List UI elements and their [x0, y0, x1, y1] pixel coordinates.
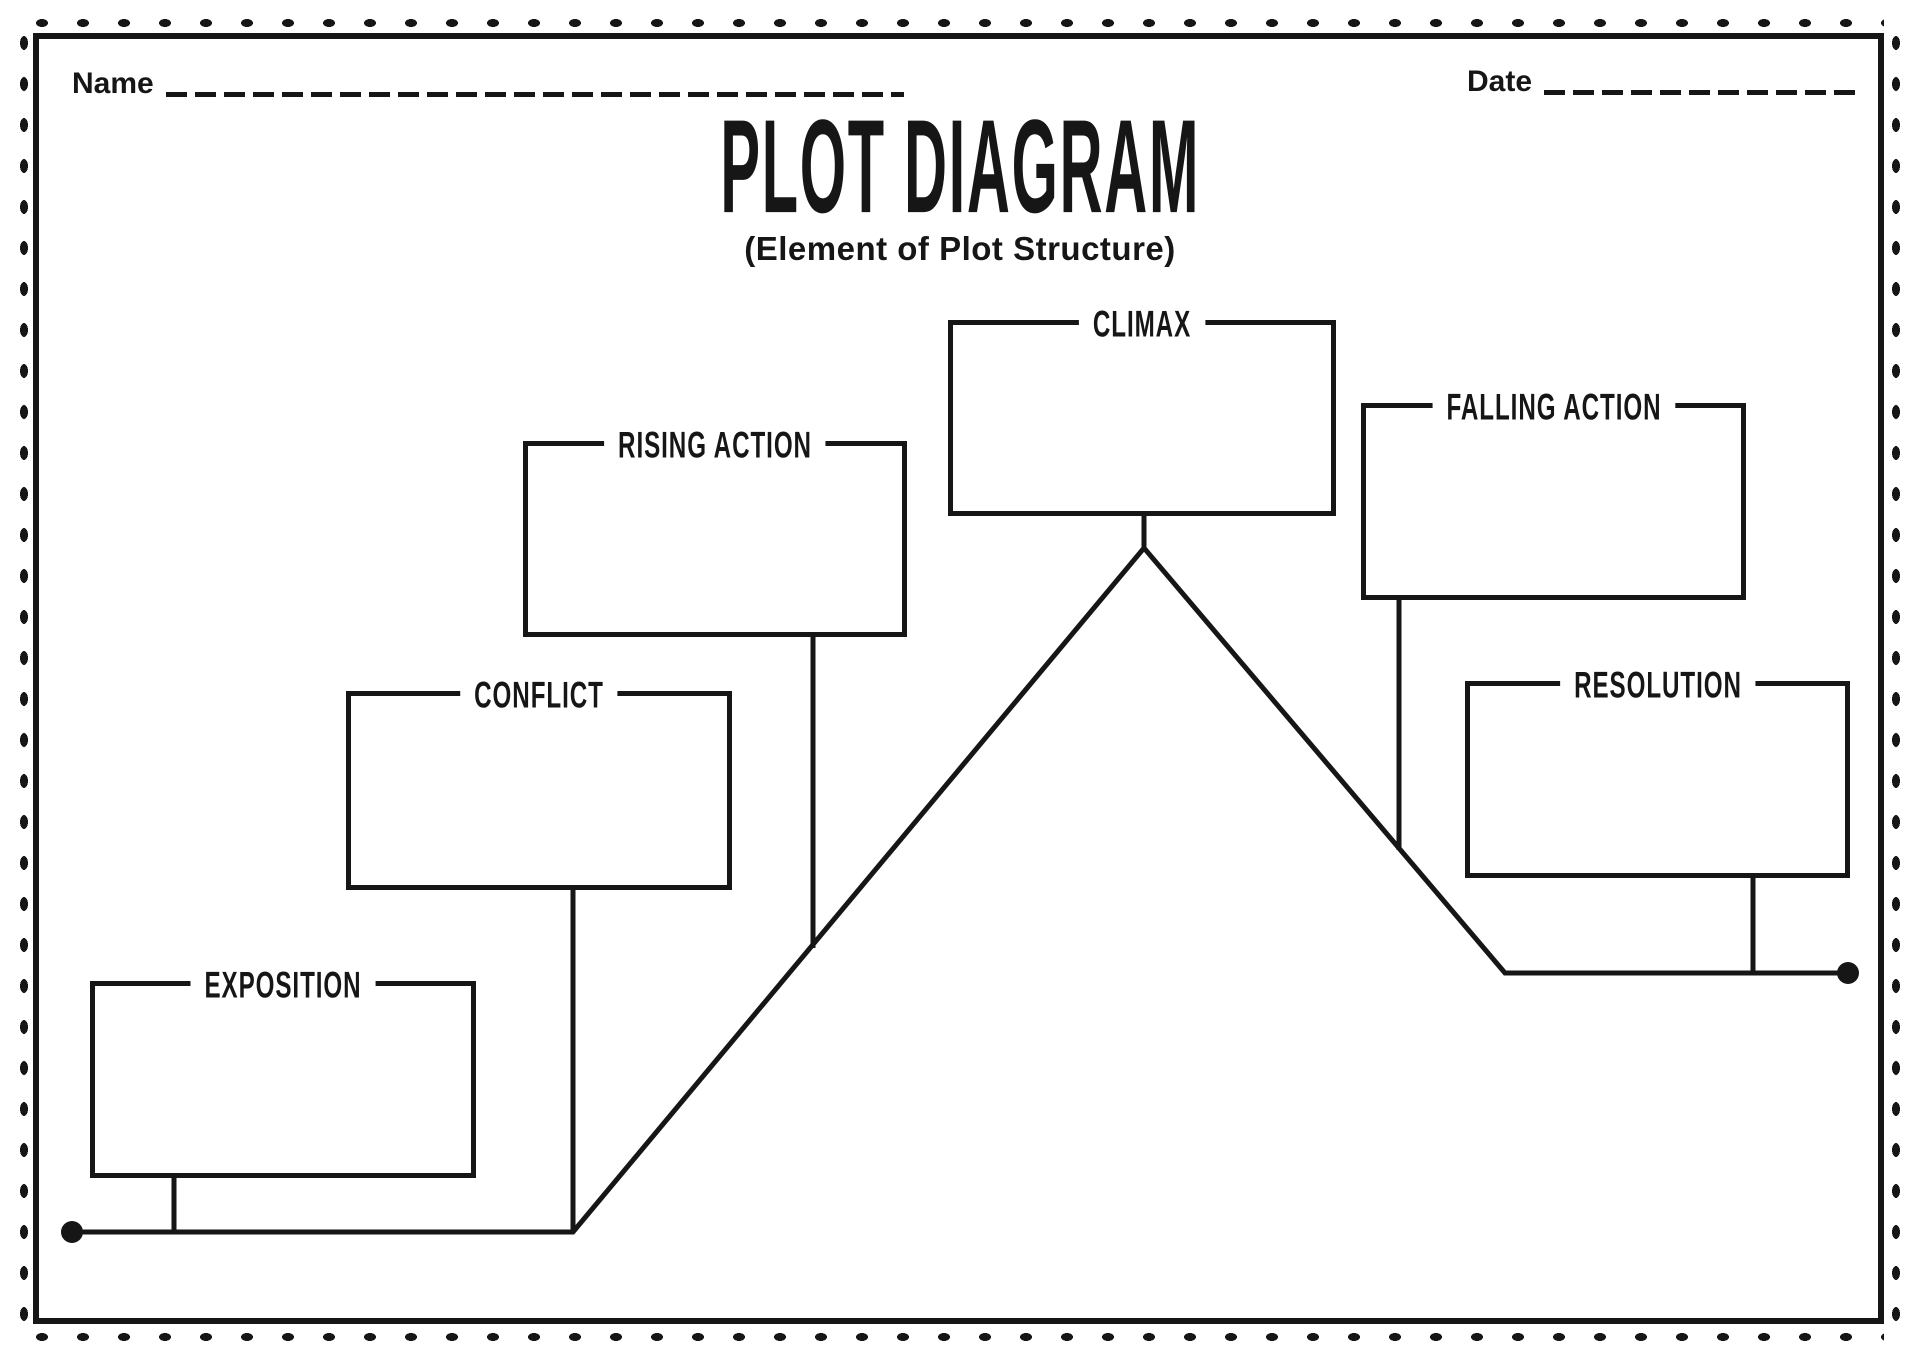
exposition-box[interactable]: EXPOSITION — [90, 964, 476, 1178]
climax-box[interactable]: CLIMAX — [948, 303, 1336, 516]
falling-action-box-label: FALLING ACTION — [1432, 386, 1675, 430]
name-field-row: Name — [72, 66, 904, 102]
falling-action-box[interactable]: FALLING ACTION — [1361, 386, 1746, 600]
resolution-box[interactable]: RESOLUTION — [1465, 664, 1850, 878]
dotted-border-bottom — [36, 1332, 1884, 1342]
title-wrap: PLOT DIAGRAM — [0, 100, 1920, 233]
dotted-border-left — [19, 36, 29, 1322]
conflict-box-label: CONFLICT — [460, 674, 618, 718]
exposition-box-label: EXPOSITION — [190, 964, 376, 1008]
name-label: Name — [72, 67, 154, 100]
dotted-border-top — [36, 18, 1884, 28]
climax-box-label: CLIMAX — [1078, 303, 1206, 347]
subtitle-wrap: (Element of Plot Structure) — [0, 230, 1920, 268]
name-fill-line[interactable] — [165, 92, 904, 97]
resolution-box-label: RESOLUTION — [1559, 664, 1756, 708]
rising-action-box[interactable]: RISING ACTION — [523, 424, 907, 637]
page-border — [33, 33, 1884, 1324]
date-field-row: Date — [1467, 64, 1859, 100]
date-fill-line[interactable] — [1544, 90, 1859, 95]
dotted-border-right — [1891, 36, 1901, 1322]
date-label: Date — [1467, 65, 1533, 98]
rising-action-box-label: RISING ACTION — [604, 424, 826, 468]
page-title: PLOT DIAGRAM — [720, 92, 1200, 241]
page-subtitle: (Element of Plot Structure) — [744, 230, 1176, 267]
conflict-box[interactable]: CONFLICT — [346, 674, 732, 890]
